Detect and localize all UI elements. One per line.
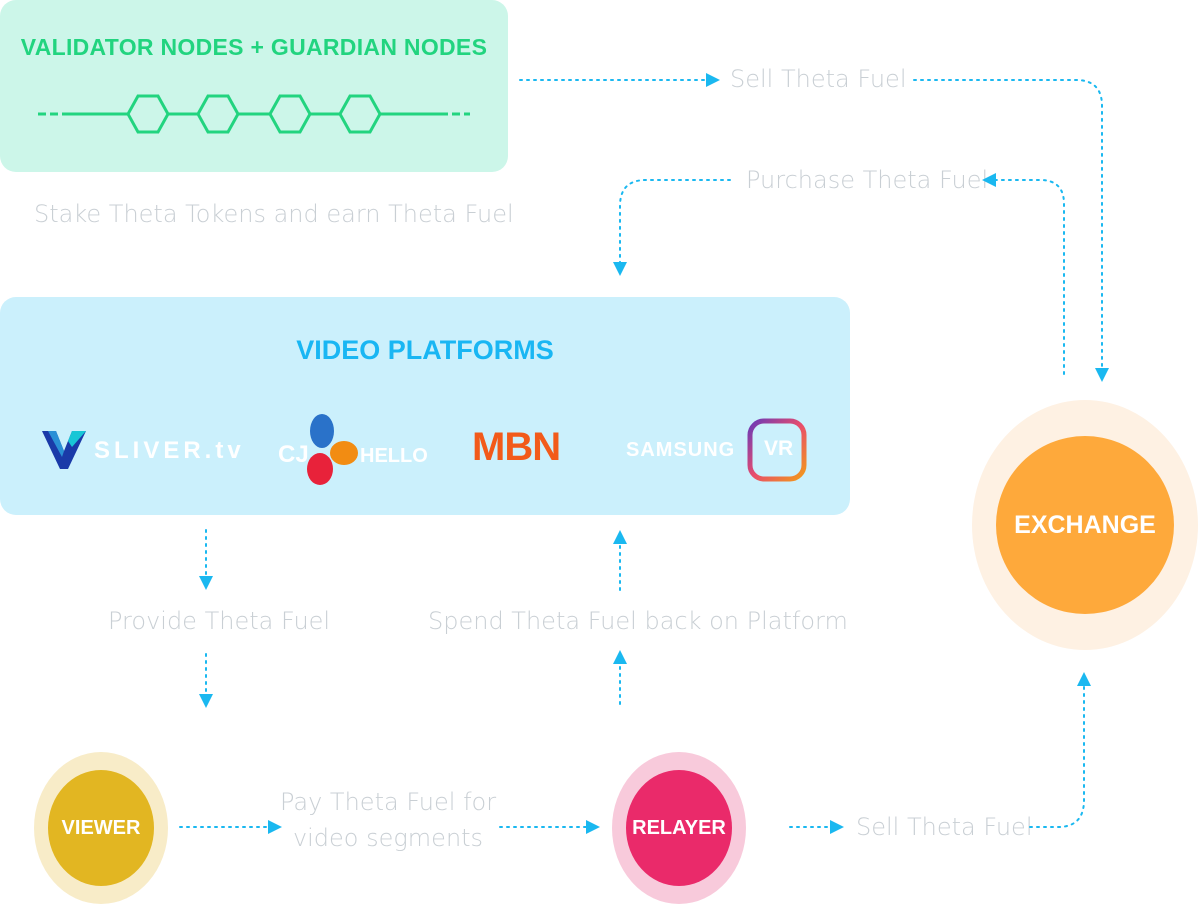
- sliver-tv-logo: SLIVER.tv: [42, 429, 242, 473]
- hello-text: HELLO: [360, 445, 428, 467]
- arrowhead-right-pay: [268, 820, 282, 834]
- exchange-label: EXCHANGE: [996, 436, 1174, 614]
- arrowhead-right-relayer: [586, 820, 600, 834]
- exchange-purchase-line: [995, 179, 1065, 375]
- purchase-theta-fuel-label: Purchase Theta Fuel: [746, 166, 989, 194]
- arrowhead-right-sell-top: [706, 73, 720, 87]
- sell-to-exchange-line: [1029, 685, 1085, 828]
- viewer-node: VIEWER: [34, 752, 168, 904]
- arrowhead-up-spend-1: [613, 650, 627, 664]
- arrowhead-down-platforms: [613, 262, 627, 276]
- pay-theta-fuel-line2: video segments: [292, 824, 484, 852]
- sell-top-to-exchange-line: [913, 79, 1103, 369]
- vr-text: VR: [764, 437, 794, 460]
- samsung-text: SAMSUNG: [626, 439, 736, 461]
- mbn-text: MBN: [472, 425, 561, 469]
- viewer-label: VIEWER: [48, 770, 154, 886]
- stake-caption: Stake Theta Tokens and earn Theta Fuel: [34, 200, 514, 228]
- purchase-to-platforms-line: [619, 179, 731, 263]
- node-chain-icon: [38, 94, 470, 134]
- cj-hello-logo: CJ HELLO: [278, 413, 438, 491]
- cj-petals-icon: [307, 414, 358, 485]
- sell-theta-fuel-bottom-label: Sell Theta Fuel: [856, 813, 1033, 841]
- video-platforms-box: VIDEO PLATFORMS SLIVER.tv CJ HELLO MBN S…: [0, 297, 850, 515]
- exchange-node: EXCHANGE: [972, 400, 1198, 650]
- arrowhead-up-spend-2: [613, 530, 627, 544]
- pay-theta-fuel-label: Pay Theta Fuel for video segments: [280, 784, 496, 856]
- cj-text: CJ: [278, 441, 309, 468]
- video-platforms-title: VIDEO PLATFORMS: [296, 335, 554, 365]
- arrowhead-left-purchase: [982, 173, 996, 187]
- arrowhead-down-provide-1: [199, 576, 213, 590]
- sell-theta-fuel-top-label: Sell Theta Fuel: [730, 65, 907, 93]
- arrowhead-down-provide-2: [199, 694, 213, 708]
- validator-nodes-box: VALIDATOR NODES + GUARDIAN NODES: [0, 0, 508, 172]
- relayer-node: RELAYER: [612, 752, 746, 904]
- samsung-vr-logo: SAMSUNG VR: [626, 417, 810, 483]
- arrowhead-down-exchange: [1095, 368, 1109, 382]
- sliver-tv-text: SLIVER.tv: [94, 437, 245, 464]
- relayer-label: RELAYER: [626, 770, 732, 886]
- provide-theta-fuel-label: Provide Theta Fuel: [108, 607, 331, 635]
- mbn-logo: MBN: [472, 425, 561, 470]
- validator-nodes-title: VALIDATOR NODES + GUARDIAN NODES: [20, 34, 488, 60]
- sliver-v-icon: [42, 431, 86, 469]
- arrowhead-up-exchange: [1077, 672, 1091, 686]
- spend-theta-fuel-label: Spend Theta Fuel back on Platform: [428, 607, 848, 635]
- pay-theta-fuel-line1: Pay Theta Fuel for: [280, 788, 497, 816]
- vr-frame-icon: [747, 418, 807, 482]
- arrowhead-right-sell-bottom: [830, 820, 844, 834]
